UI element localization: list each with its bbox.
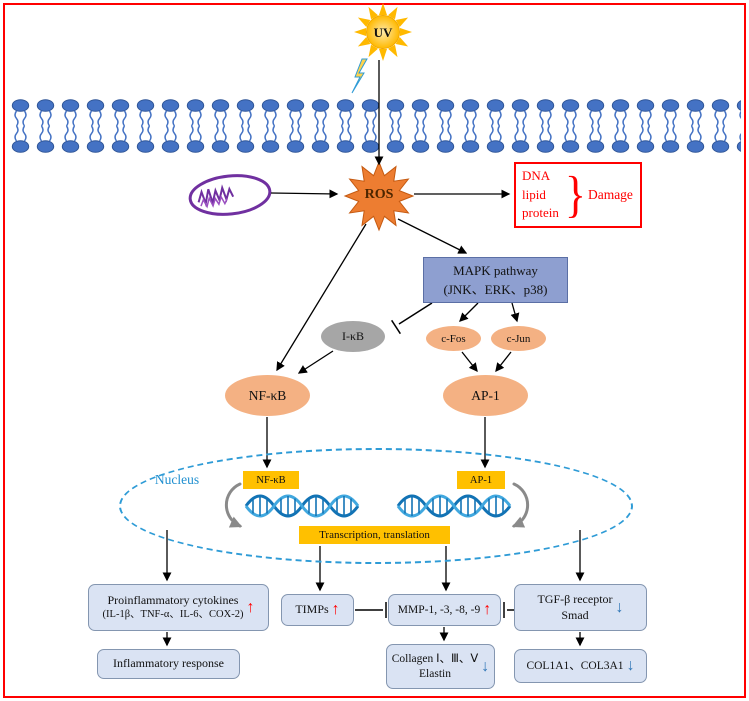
inflammatory-response-box: Inflammatory response (97, 649, 240, 679)
up-arrow-icon: ↑ (246, 598, 255, 616)
connector-arrows (162, 60, 585, 647)
gene-box-nfkb: NF-κB (243, 471, 299, 489)
mapk-pathway-box: MAPK pathway (JNK、ERK、p38) (423, 257, 568, 303)
ros-label: ROS (364, 187, 394, 202)
ros-starburst (343, 160, 415, 232)
node-nfkb: NF-κB (225, 375, 310, 416)
col-genes-label: COL1A1、COL3A1 (526, 659, 624, 672)
mapk-line2: (JNK、ERK、p38) (443, 282, 548, 297)
mapk-line1: MAPK pathway (453, 262, 538, 278)
col-genes-box: COL1A1、COL3A1 ↓ (514, 649, 647, 683)
damage-item-dna: DNA (522, 167, 551, 183)
lightning-icon (351, 58, 368, 94)
collagen-box: Collagen Ⅰ、Ⅲ、Ⅴ Elastin ↓ (386, 644, 495, 689)
down-arrow-icon: ↓ (481, 657, 490, 675)
nucleus-outline (119, 448, 633, 564)
tgf-smad-box: TGF-β receptor Smad ↓ (514, 584, 647, 631)
cytokines-box: Proinflammatory cytokines (IL-1β、TNF-α、I… (88, 584, 269, 631)
transcription-box: Transcription, translation (299, 526, 450, 544)
gene-box-ap1: AP-1 (457, 471, 505, 489)
cytokines-line2: (IL-1β、TNF-α、IL-6、COX-2) (102, 609, 244, 621)
mmp-label: MMP-1, -3, -8, -9 (397, 603, 481, 616)
damage-box: DNA lipid protein } Damage (514, 162, 642, 228)
down-arrow-icon: ↓ (615, 598, 624, 616)
damage-label: Damage (587, 187, 633, 202)
inflammatory-label: Inflammatory response (113, 656, 224, 671)
timps-box: TIMPs ↑ (281, 594, 354, 626)
collagen-line2: Elastin (419, 667, 451, 680)
up-arrow-icon: ↑ (483, 601, 492, 618)
node-cjun: c-Jun (491, 326, 546, 351)
brace-glyph: } (564, 166, 586, 223)
node-ikb: I-κB (321, 321, 385, 352)
cytokines-line1: Proinflammatory cytokines (107, 592, 239, 607)
collagen-line1: Collagen Ⅰ、Ⅲ、Ⅴ (391, 652, 479, 665)
down-arrow-icon: ↓ (626, 657, 635, 674)
damage-item-protein: protein (522, 205, 559, 221)
damage-item-lipid: lipid (522, 186, 546, 202)
mitochondrion-icon (188, 174, 272, 216)
tgf-line2: Smad (561, 607, 589, 622)
inhibition-connectors (355, 302, 514, 618)
up-arrow-icon: ↑ (331, 601, 340, 618)
node-cfos: c-Fos (426, 326, 481, 351)
tgf-line1: TGF-β receptor (537, 591, 613, 606)
nucleus-label: Nucleus (154, 472, 200, 487)
uv-label: UV (373, 25, 393, 40)
mmp-box: MMP-1, -3, -8, -9 ↑ (388, 594, 501, 626)
timps-label: TIMPs (295, 602, 329, 617)
cell-membrane (8, 98, 741, 154)
sun-icon (354, 3, 412, 61)
node-ap1: AP-1 (443, 375, 528, 416)
